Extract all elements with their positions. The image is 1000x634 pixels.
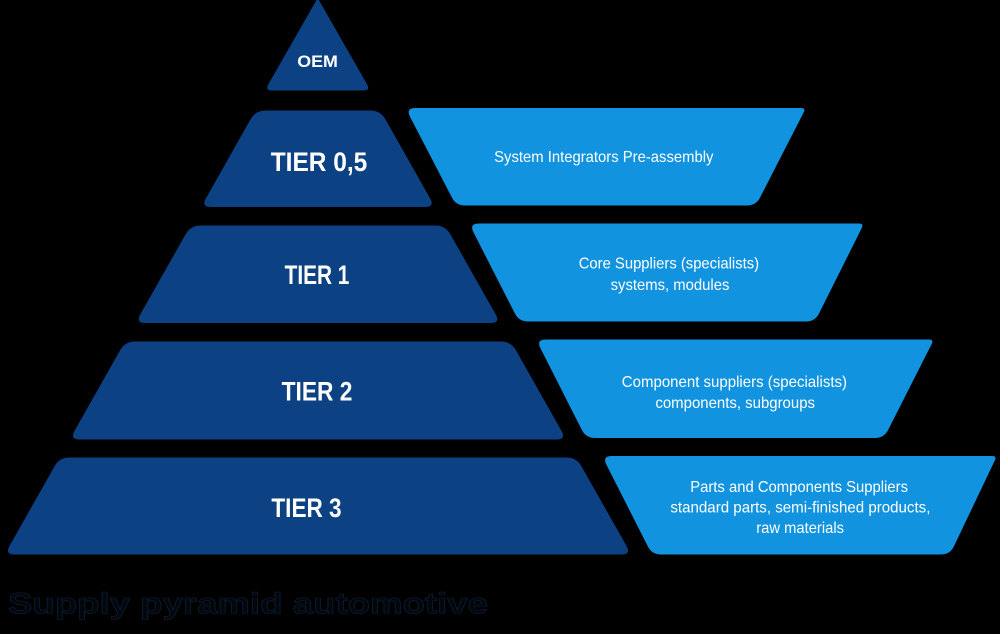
svg-text:System Integrators Pre-assembl: System Integrators Pre-assembly [494,149,713,166]
svg-text:raw materials: raw materials [756,520,844,537]
svg-text:TIER 0,5: TIER 0,5 [271,147,368,177]
svg-text:TIER 3: TIER 3 [271,493,341,523]
svg-text:components, subgroups: components, subgroups [655,395,815,412]
svg-text:systems, modules: systems, modules [611,277,730,294]
svg-text:OEM: OEM [297,53,338,71]
svg-text:Supply pyramid automotive: Supply pyramid automotive [8,588,488,621]
svg-text:Component suppliers (specialis: Component suppliers (specialists) [622,374,847,391]
svg-text:standard parts, semi-finished: standard parts, semi-finished products, [670,500,930,517]
svg-text:TIER 1: TIER 1 [285,260,350,290]
svg-text:Core Suppliers (specialists): Core Suppliers (specialists) [579,255,759,272]
svg-text:TIER 2: TIER 2 [282,376,353,406]
svg-text:Parts and Components Suppliers: Parts and Components Suppliers [690,479,908,496]
